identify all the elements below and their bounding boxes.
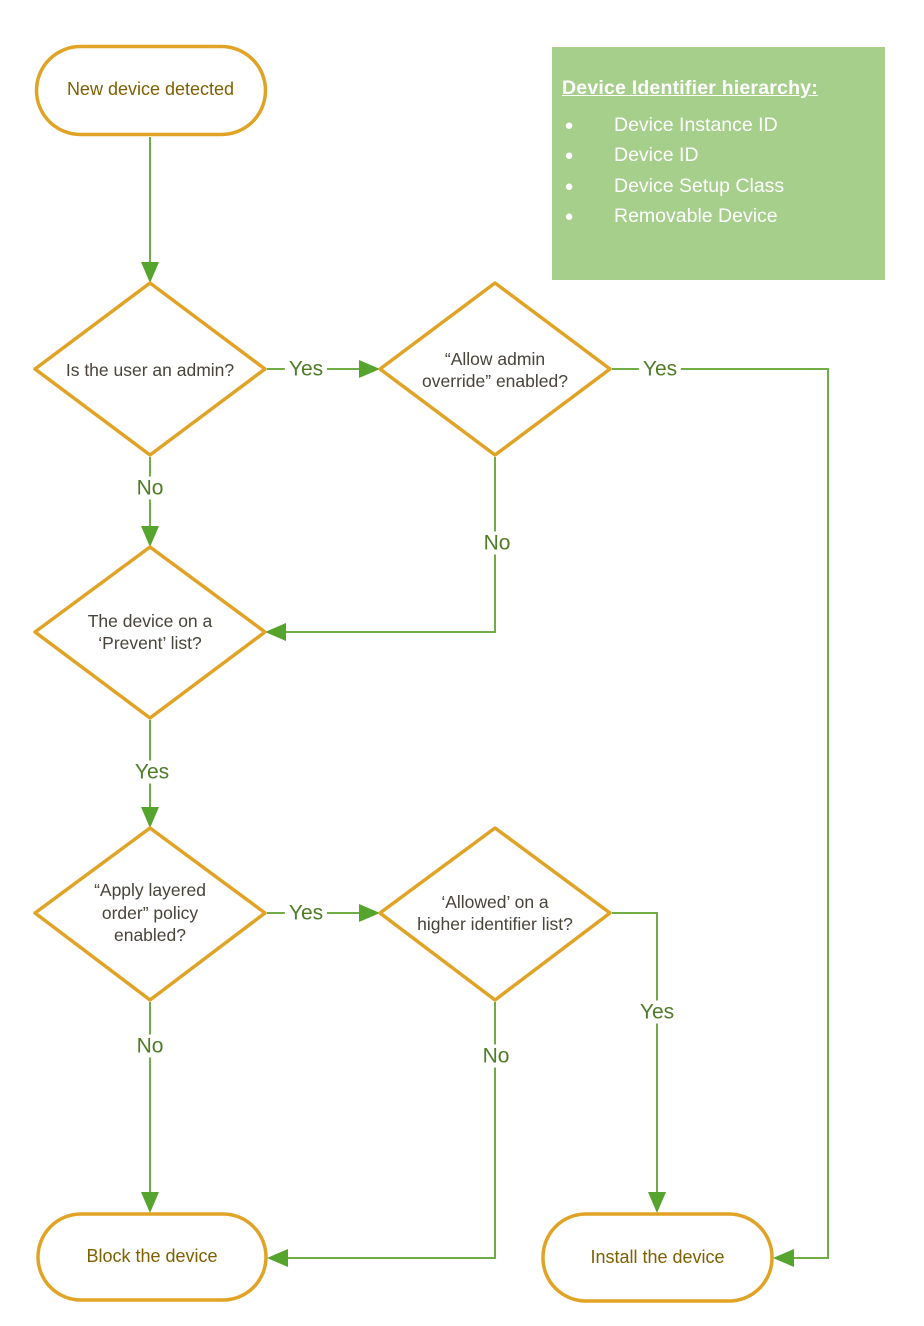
- edge-label-higher-yes: Yes: [635, 1000, 679, 1024]
- edge-label-layered-yes: Yes: [284, 901, 328, 925]
- edge-label-layered-no: No: [132, 1034, 168, 1058]
- arrowhead-into-override: [359, 360, 380, 378]
- terminator-block-shape: [36, 1212, 268, 1302]
- bullet-icon: ●: [564, 147, 574, 165]
- legend-device-identifier-hierarchy: Device Identifier hierarchy: ● Device In…: [552, 47, 885, 280]
- legend-item-label: Device Setup Class: [614, 174, 785, 197]
- arrowhead-into-install-top: [648, 1192, 666, 1213]
- list-item: ● Device Setup Class: [562, 171, 875, 202]
- arrowhead-into-block-top: [141, 1192, 159, 1213]
- arrowhead-into-prevent-right: [265, 623, 286, 641]
- arrowhead-into-prevent-top: [141, 526, 159, 547]
- decision-admin-shape: [33, 281, 267, 457]
- list-item: ● Device Instance ID: [562, 110, 875, 141]
- bullet-icon: ●: [564, 177, 574, 195]
- edge-label-prevent-yes: Yes: [130, 760, 174, 784]
- decision-prevent-shape: [33, 545, 267, 720]
- legend-item-label: Device Instance ID: [614, 113, 778, 136]
- edge-label-override-yes: Yes: [638, 357, 682, 381]
- decision-layered-shape: [33, 826, 267, 1002]
- edge-label-override-no: No: [479, 531, 515, 555]
- terminator-start-shape: [34, 44, 268, 137]
- arrowhead-into-block-right: [267, 1249, 288, 1267]
- decision-override-shape: [378, 281, 612, 457]
- legend-title: Device Identifier hierarchy:: [562, 77, 818, 99]
- connector-higher-yes-to-install: [612, 912, 658, 1192]
- edge-label-admin-yes: Yes: [284, 357, 328, 381]
- bullet-icon: ●: [564, 208, 574, 226]
- connector-higher-no-to-block: [288, 1002, 496, 1259]
- terminator-install-shape: [541, 1212, 774, 1303]
- legend-item-label: Removable Device: [614, 205, 778, 228]
- arrowhead-into-higher: [359, 904, 380, 922]
- bullet-icon: ●: [564, 116, 574, 134]
- arrowhead-into-admin: [141, 262, 159, 283]
- decision-higher-shape: [378, 826, 612, 1002]
- arrowhead-into-install-right: [773, 1249, 794, 1267]
- arrowhead-into-layered: [141, 807, 159, 828]
- edge-label-admin-no: No: [132, 476, 168, 500]
- list-item: ● Removable Device: [562, 202, 875, 233]
- list-item: ● Device ID: [562, 141, 875, 172]
- connector-override-no-to-prevent: [286, 457, 496, 633]
- legend-item-label: Device ID: [614, 144, 699, 167]
- edge-label-higher-no: No: [478, 1044, 514, 1068]
- connector-override-yes-to-install: [612, 368, 829, 1259]
